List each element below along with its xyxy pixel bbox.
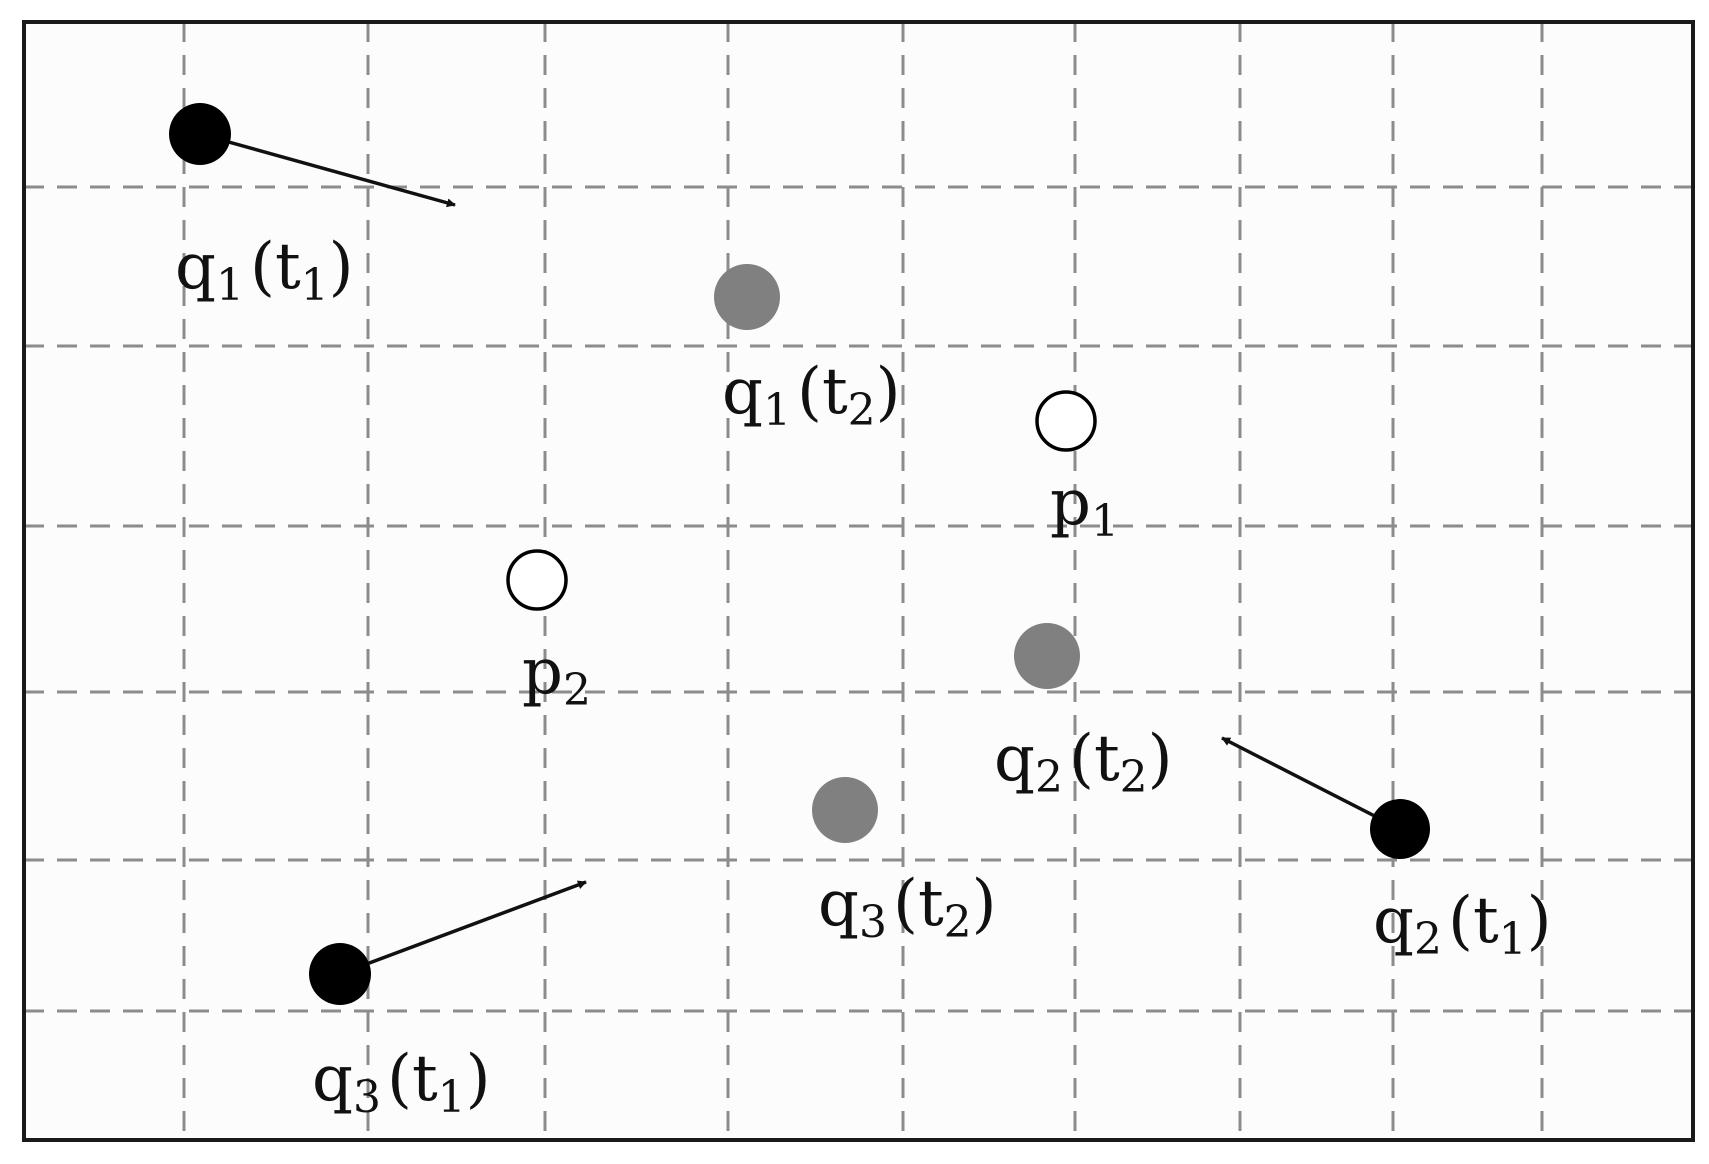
data-point-p2 bbox=[506, 549, 568, 611]
q3-movement-arrow bbox=[339, 880, 587, 976]
query-point-q2-t1 bbox=[1370, 799, 1430, 859]
query-point-q2-t2 bbox=[1014, 623, 1080, 689]
label-p2: p2 bbox=[522, 635, 591, 716]
label-q1-t2: q1(t2) bbox=[722, 355, 901, 436]
data-point-p1 bbox=[1035, 390, 1097, 452]
query-point-q3-t2 bbox=[812, 777, 878, 843]
label-q3-t1: q3(t1) bbox=[312, 1042, 491, 1123]
dashed-grid bbox=[24, 22, 1693, 1140]
query-point-q3-t1 bbox=[309, 943, 371, 1005]
label-q2-t1: q2(t1) bbox=[1373, 884, 1552, 965]
q1-movement-arrow bbox=[199, 132, 456, 208]
diagram-frame-border bbox=[22, 20, 1695, 1142]
label-p1: p1 bbox=[1050, 466, 1119, 547]
query-point-q1-t2 bbox=[714, 264, 780, 330]
q2-movement-arrow bbox=[1221, 736, 1399, 830]
diagram-frame-background bbox=[24, 22, 1693, 1140]
movement-arrows bbox=[199, 132, 1399, 976]
label-q1-t1: q1(t1) bbox=[175, 230, 354, 311]
label-q3-t2: q3(t2) bbox=[818, 867, 997, 948]
query-point-q1-t1 bbox=[169, 103, 231, 165]
label-q2-t2: q2(t2) bbox=[994, 722, 1173, 803]
